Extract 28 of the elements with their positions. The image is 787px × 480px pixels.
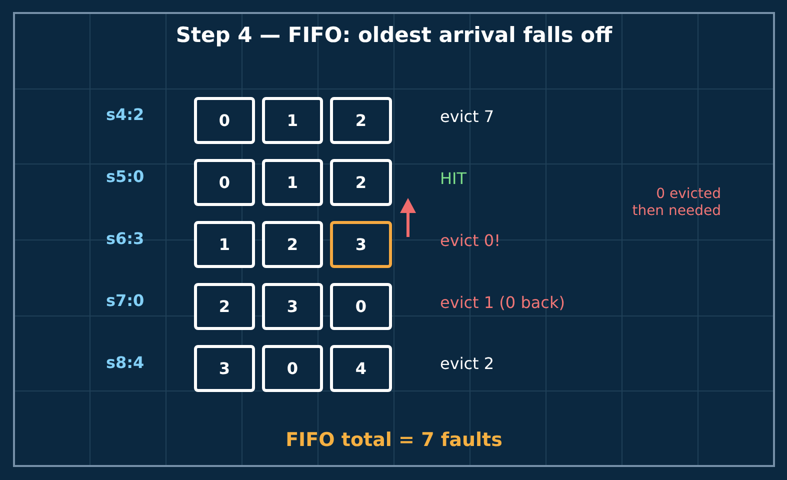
- frame-box: 3: [194, 345, 255, 392]
- frame-box: 2: [262, 221, 323, 268]
- step-label: s8:4: [106, 353, 144, 372]
- title: Step 4 — FIFO: oldest arrival falls off: [176, 23, 612, 48]
- frame-box: 0: [262, 345, 323, 392]
- highlighted-frame-box: 3: [330, 221, 392, 268]
- status-label: evict 7: [440, 107, 494, 126]
- status-label: evict 1 (0 back): [440, 293, 565, 312]
- frame-box: 0: [194, 159, 255, 206]
- frame-box: 0: [330, 283, 392, 330]
- note-text: 0 evicted then needed: [631, 186, 721, 220]
- frame-box: 3: [262, 283, 323, 330]
- status-label: evict 2: [440, 354, 494, 374]
- frame-box: 1: [262, 159, 323, 206]
- frame-box: 0: [194, 97, 255, 144]
- status-label: evict 0!: [440, 231, 501, 250]
- step-label: s6:3: [106, 229, 144, 248]
- status-label: HIT: [440, 169, 467, 188]
- frame-box: 2: [330, 97, 392, 144]
- frame-box: 1: [262, 97, 323, 144]
- frame-box: 2: [194, 283, 255, 330]
- total-caption: FIFO total = 7 faults: [286, 429, 502, 452]
- frame-box: 2: [330, 159, 392, 206]
- frame-box: 4: [330, 345, 392, 392]
- step-label: s5:0: [106, 167, 144, 186]
- step-label: s7:0: [106, 291, 144, 310]
- frame-box: 1: [194, 221, 255, 268]
- step-label: s4:2: [106, 105, 144, 124]
